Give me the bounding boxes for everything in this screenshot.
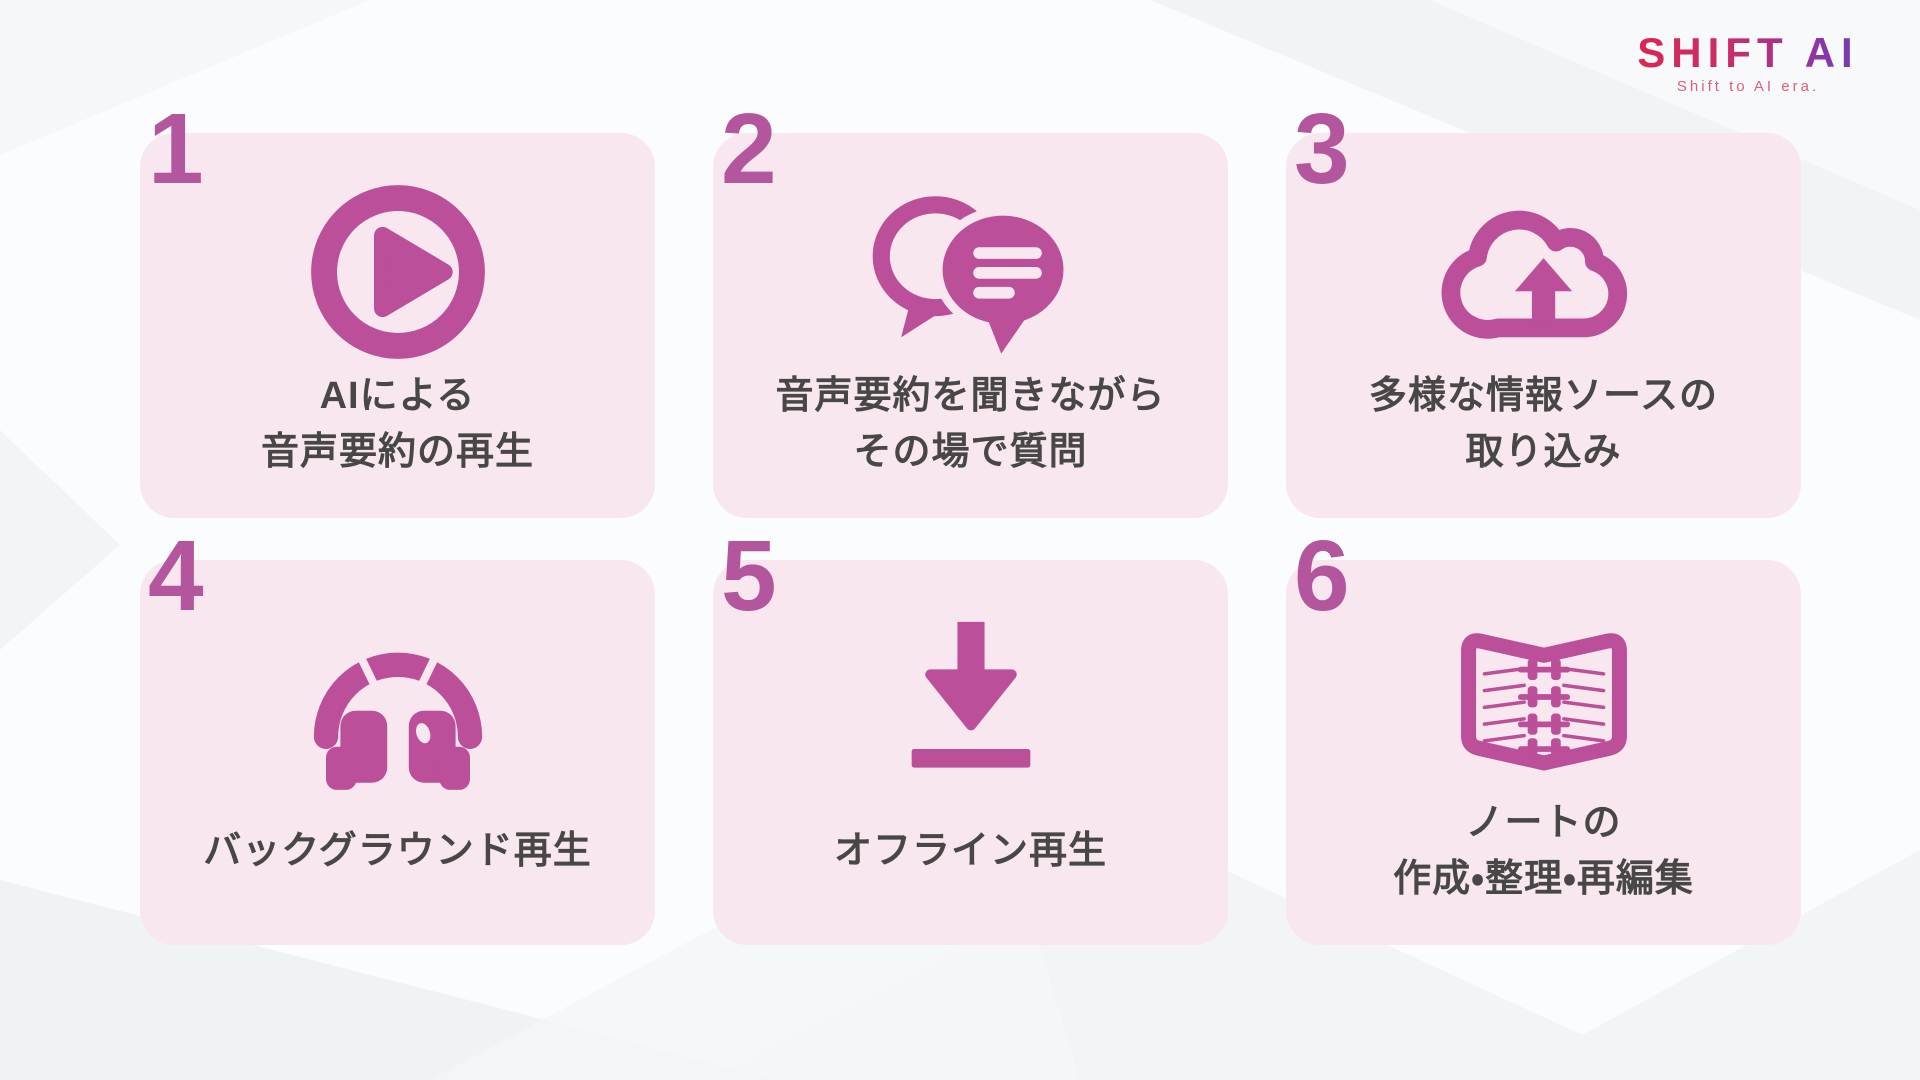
play-circle-icon [140, 157, 655, 387]
notebook-icon [1286, 584, 1801, 814]
feature-card-grid: 1 AIによる 音声要約の再生 2 音声要約を聞 [140, 99, 1801, 945]
card-number: 2 [721, 93, 777, 205]
card-caption: AIによる 音声要約の再生 [260, 375, 534, 473]
feature-card-offline-playback: 5 オフライン再生 [713, 526, 1228, 945]
card-caption: 多様な情報ソースの 取り込み [1368, 375, 1719, 473]
brand-logo: SHIFT AI Shift to AI era. [1618, 29, 1878, 96]
brand-wordmark: SHIFT AI [1618, 29, 1878, 76]
feature-card-import-sources: 3 多様な情報ソースの 取り込み [1286, 99, 1801, 518]
card-caption: オフライン再生 [833, 830, 1107, 872]
cloud-upload-icon [1286, 157, 1801, 387]
card-number: 1 [148, 93, 204, 205]
offline-download-icon [713, 584, 1228, 814]
feature-card-notes: 6 [1286, 526, 1801, 945]
card-caption: ノートの 作成・整理・再編集 [1393, 802, 1694, 900]
card-caption: バックグラウンド再生 [203, 830, 592, 872]
card-number: 4 [148, 520, 204, 632]
chat-bubbles-icon [713, 157, 1228, 387]
feature-card-ask-questions: 2 音声要約を聞きながら その場で質問 [713, 99, 1228, 518]
brand-tagline: Shift to AI era. [1676, 78, 1820, 96]
headphones-icon [140, 584, 655, 814]
card-number: 5 [721, 520, 777, 632]
card-number: 3 [1294, 93, 1350, 205]
feature-card-background-playback: 4 バックグラウンド再生 [140, 526, 655, 945]
card-number: 6 [1294, 520, 1350, 632]
card-caption: 音声要約を聞きながら その場で質問 [775, 375, 1166, 473]
feature-card-audio-playback: 1 AIによる 音声要約の再生 [140, 99, 655, 518]
